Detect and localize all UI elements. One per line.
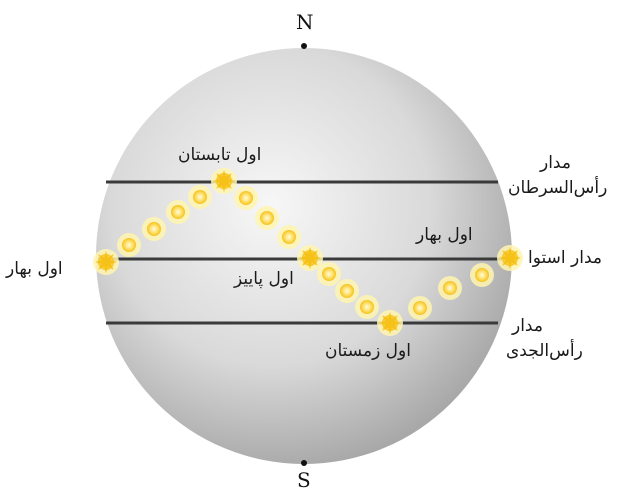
- sun-star-icon: [95, 251, 117, 273]
- sun-position: [260, 211, 274, 225]
- sun-position: [239, 191, 253, 205]
- equator-label: مدار استوا: [528, 248, 602, 268]
- tropic-of-cancer-label-line2: رأس‌السرطان: [508, 178, 608, 198]
- spring-equinox-left-label: اول بهار: [6, 259, 63, 279]
- north-pole-dot: [301, 43, 307, 49]
- sun-path: [93, 168, 523, 336]
- sun-star-icon: [379, 312, 401, 334]
- sun-position: [340, 284, 354, 298]
- south-pole-label: S: [297, 468, 311, 492]
- sun-position: [475, 268, 489, 282]
- sun-star-icon: [213, 170, 235, 192]
- sun-position: [360, 300, 374, 314]
- summer-solstice-label: اول تابستان: [178, 145, 262, 165]
- winter-solstice-label: اول زمستان: [325, 341, 411, 361]
- sun-position: [282, 230, 296, 244]
- sun-star-icon: [299, 247, 321, 269]
- sun-star-icon: [499, 247, 521, 269]
- sun-position: [147, 222, 161, 236]
- spring-equinox-right-label: اول بهار: [416, 225, 473, 245]
- sun-position: [122, 238, 136, 252]
- autumn-equinox-label: اول پاییز: [234, 269, 294, 289]
- south-pole-dot: [301, 460, 307, 466]
- sun-position: [443, 281, 457, 295]
- tropic-of-capricorn-label-line2: رأس‌الجدی: [506, 341, 583, 361]
- sun-position: [322, 267, 336, 281]
- tropic-of-capricorn-label-line1: مدار: [512, 316, 543, 336]
- north-pole-label: N: [296, 10, 314, 34]
- sun-position: [413, 301, 427, 315]
- sun-position: [193, 190, 207, 204]
- tropic-of-cancer-label-line1: مدار: [540, 153, 571, 173]
- sun-position: [171, 205, 185, 219]
